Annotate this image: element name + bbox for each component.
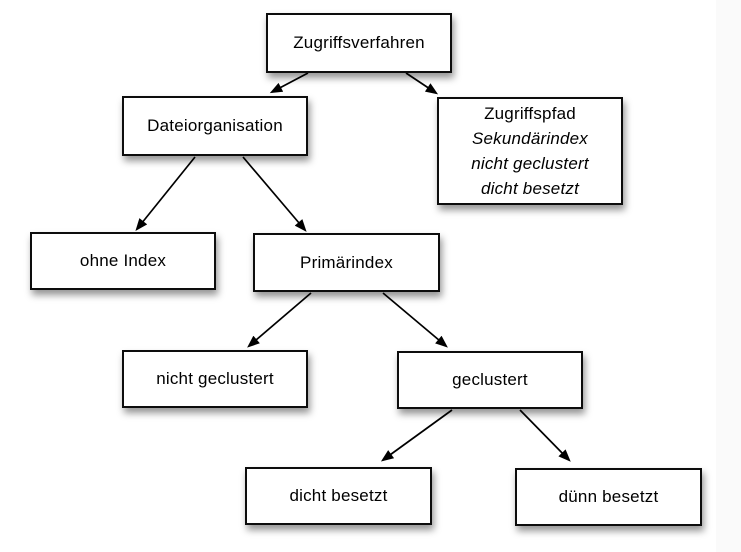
- node-label: dicht besetzt: [289, 486, 388, 505]
- right-gutter: [716, 0, 741, 552]
- node-label-line: dicht besetzt: [480, 179, 580, 198]
- node-label: nicht geclustert: [156, 369, 274, 388]
- node-label: Dateiorganisation: [147, 116, 283, 135]
- node-label: Primärindex: [300, 252, 393, 272]
- node-label-line: nicht geclustert: [471, 154, 589, 173]
- node-geclustert: geclustert: [397, 351, 583, 409]
- node-label: geclustert: [452, 370, 528, 389]
- node-nicht-geclustert: nicht geclustert: [122, 350, 308, 408]
- node-label: Zugriffsverfahren: [293, 33, 425, 52]
- edge-geclustert-duenn-besetzt-arrow: [519, 409, 571, 462]
- edge-zugriffsverfahren-dateiorganisation-arrow: [269, 72, 309, 94]
- edge-primaerindex-geclustert-arrow: [382, 292, 448, 348]
- edge-dateiorganisation-primaerindex-arrow: [242, 156, 307, 232]
- node-label-line: Sekundärindex: [471, 129, 588, 148]
- node-primaerindex: Primärindex: [253, 233, 440, 292]
- node-label-line: Zugriffspfad: [484, 104, 576, 123]
- node-zugriffspfad: Zugriffspfad Sekundärindex nicht geclust…: [437, 97, 623, 205]
- edge-primaerindex-nicht-geclustert-arrow: [247, 292, 312, 348]
- node-ohne-index: ohne Index: [30, 232, 216, 290]
- node-duenn-besetzt: dünn besetzt: [515, 468, 702, 526]
- node-label: ohne Index: [79, 251, 167, 270]
- edge-dateiorganisation-ohne-index-arrow: [135, 156, 196, 231]
- node-label: dünn besetzt: [558, 487, 659, 506]
- node-dicht-besetzt: dicht besetzt: [245, 467, 432, 525]
- edge-geclustert-dicht-besetzt-arrow: [380, 409, 453, 462]
- edge-zugriffsverfahren-zugriffspfad-arrow: [405, 72, 439, 95]
- node-dateiorganisation: Dateiorganisation: [122, 96, 308, 156]
- node-zugriffsverfahren: Zugriffsverfahren: [266, 13, 452, 73]
